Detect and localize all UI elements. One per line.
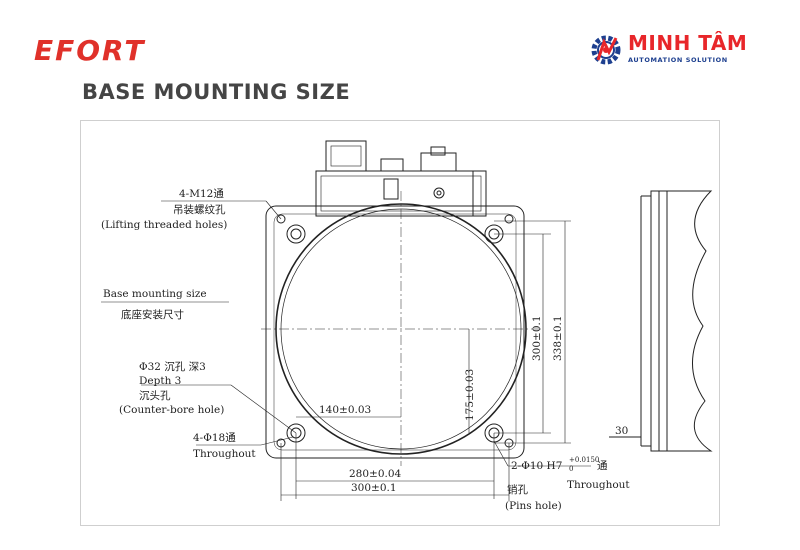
through-hole-label: Throughout (193, 448, 256, 460)
technical-drawing: 4-M12通 吊装螺纹孔 (Lifting threaded holes) Ba… (80, 120, 720, 526)
minh-tam-logo: MINH TÂM AUTOMATION SOLUTION (590, 30, 770, 70)
dim-140: 140±0.03 (319, 404, 371, 416)
counterbore-name-cn: 沉头孔 (139, 389, 171, 402)
counterbore-spec: Φ32 沉孔 深3 (139, 360, 206, 373)
base-mounting-label-cn: 底座安装尺寸 (121, 308, 184, 321)
logo-name: MINH TÂM (628, 31, 748, 55)
dimension-lines (280, 220, 571, 501)
base-mounting-label-en: Base mounting size (103, 288, 207, 300)
pin-hole-name-cn: 销孔 (507, 483, 528, 496)
pin-hole-tol-upper: +0.0150 (569, 456, 599, 464)
efort-logo: EFORT (34, 34, 146, 67)
dim-338: 338±0.1 (552, 315, 564, 361)
dim-300-horizontal: 300±0.1 (351, 482, 397, 494)
counterbore-name-en: (Counter-bore hole) (119, 404, 224, 416)
pin-hole-spec: 2-Φ10 H7 (511, 460, 562, 472)
base-drawing-svg: 4-M12通 吊装螺纹孔 (Lifting threaded holes) Ba… (101, 140, 713, 512)
dim-300-vertical: 300±0.1 (531, 315, 543, 361)
through-hole-spec: 4-Φ18通 (193, 432, 236, 444)
base-flange (265, 203, 527, 459)
mounting-holes (276, 224, 514, 448)
logo-tagline: AUTOMATION SOLUTION (628, 56, 728, 64)
dim-175: 175±0.03 (464, 369, 476, 421)
lifting-hole-name-en: (Lifting threaded holes) (101, 219, 227, 231)
page-title: BASE MOUNTING SIZE (82, 80, 351, 104)
pin-hole-throughout: Throughout (567, 479, 630, 491)
gear-icon (591, 35, 621, 65)
lifting-hole-spec: 4-M12通 (179, 188, 224, 200)
dim-280: 280±0.04 (349, 468, 402, 480)
leader-lines (101, 200, 591, 467)
dim-30: 30 (615, 425, 628, 437)
lifting-holes (276, 214, 514, 224)
pin-hole-suffix: 通 (597, 460, 608, 472)
pin-hole-name-en: (Pins hole) (505, 500, 562, 512)
lifting-hole-name-cn: 吊装螺纹孔 (173, 203, 226, 216)
counterbore-depth: Depth 3 (139, 375, 181, 387)
side-view (609, 190, 713, 452)
center-lines (261, 191, 543, 466)
pin-hole-tol-lower: 0 (569, 465, 573, 473)
